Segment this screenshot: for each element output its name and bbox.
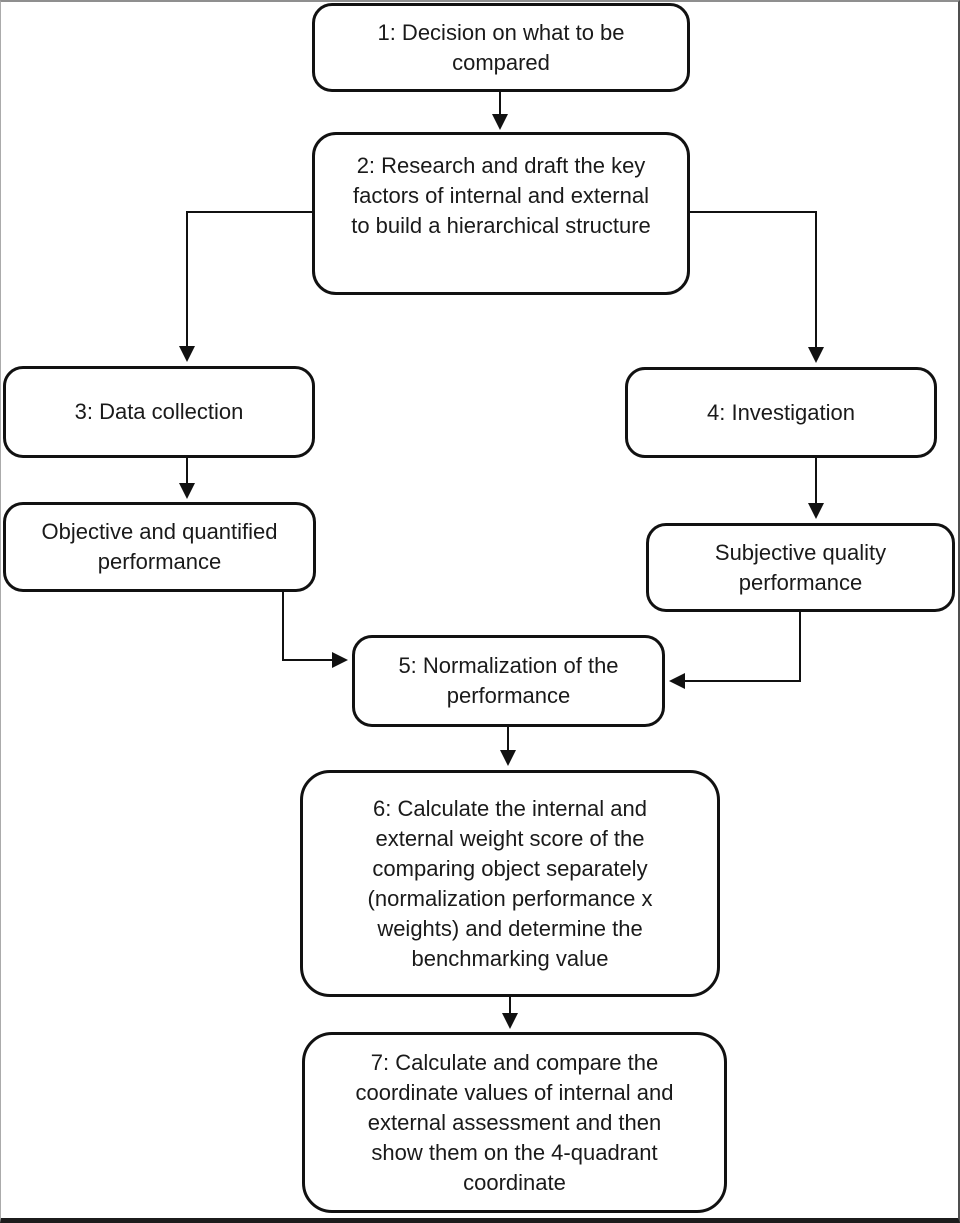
flow-node-step3: 3: Data collection: [3, 366, 315, 458]
flow-node-step4: 4: Investigation: [625, 367, 937, 458]
flow-node-step6: 6: Calculate the internal and external w…: [300, 770, 720, 997]
flow-node-step1: 1: Decision on what to be compared: [312, 3, 690, 92]
flow-node-step5-label: 5: Normalization of the performance: [398, 653, 619, 708]
flow-node-step7-label: 7: Calculate and compare the coordinate …: [355, 1049, 674, 1195]
flow-node-objective-performance: Objective and quantified performance: [3, 502, 316, 592]
flow-node-step6-label: 6: Calculate the internal and external w…: [367, 795, 653, 971]
flow-node-subjective-performance-label: Subjective quality performance: [714, 539, 887, 595]
flow-node-step2: 2: Research and draft the key factors of…: [312, 132, 690, 295]
connector-step2-step3-arrow-icon: [179, 211, 313, 362]
flow-node-step4-label: 4: Investigation: [707, 399, 855, 425]
flow-node-step5: 5: Normalization of the performance: [352, 635, 665, 727]
flow-node-subjective-performance: Subjective quality performance: [646, 523, 955, 612]
flow-node-objective-performance-label: Objective and quantified performance: [41, 519, 278, 574]
flow-node-step3-label: 3: Data collection: [74, 399, 244, 424]
flow-node-step7: 7: Calculate and compare the coordinate …: [302, 1032, 727, 1213]
connector-subjective-step5-arrow-icon: [669, 612, 801, 689]
connector-objective-step5-arrow-icon: [282, 591, 348, 668]
flow-node-step1-label: 1: Decision on what to be compared: [377, 19, 625, 75]
connector-step2-step4-arrow-icon: [689, 211, 824, 363]
flow-node-step2-label: 2: Research and draft the key factors of…: [351, 153, 651, 238]
